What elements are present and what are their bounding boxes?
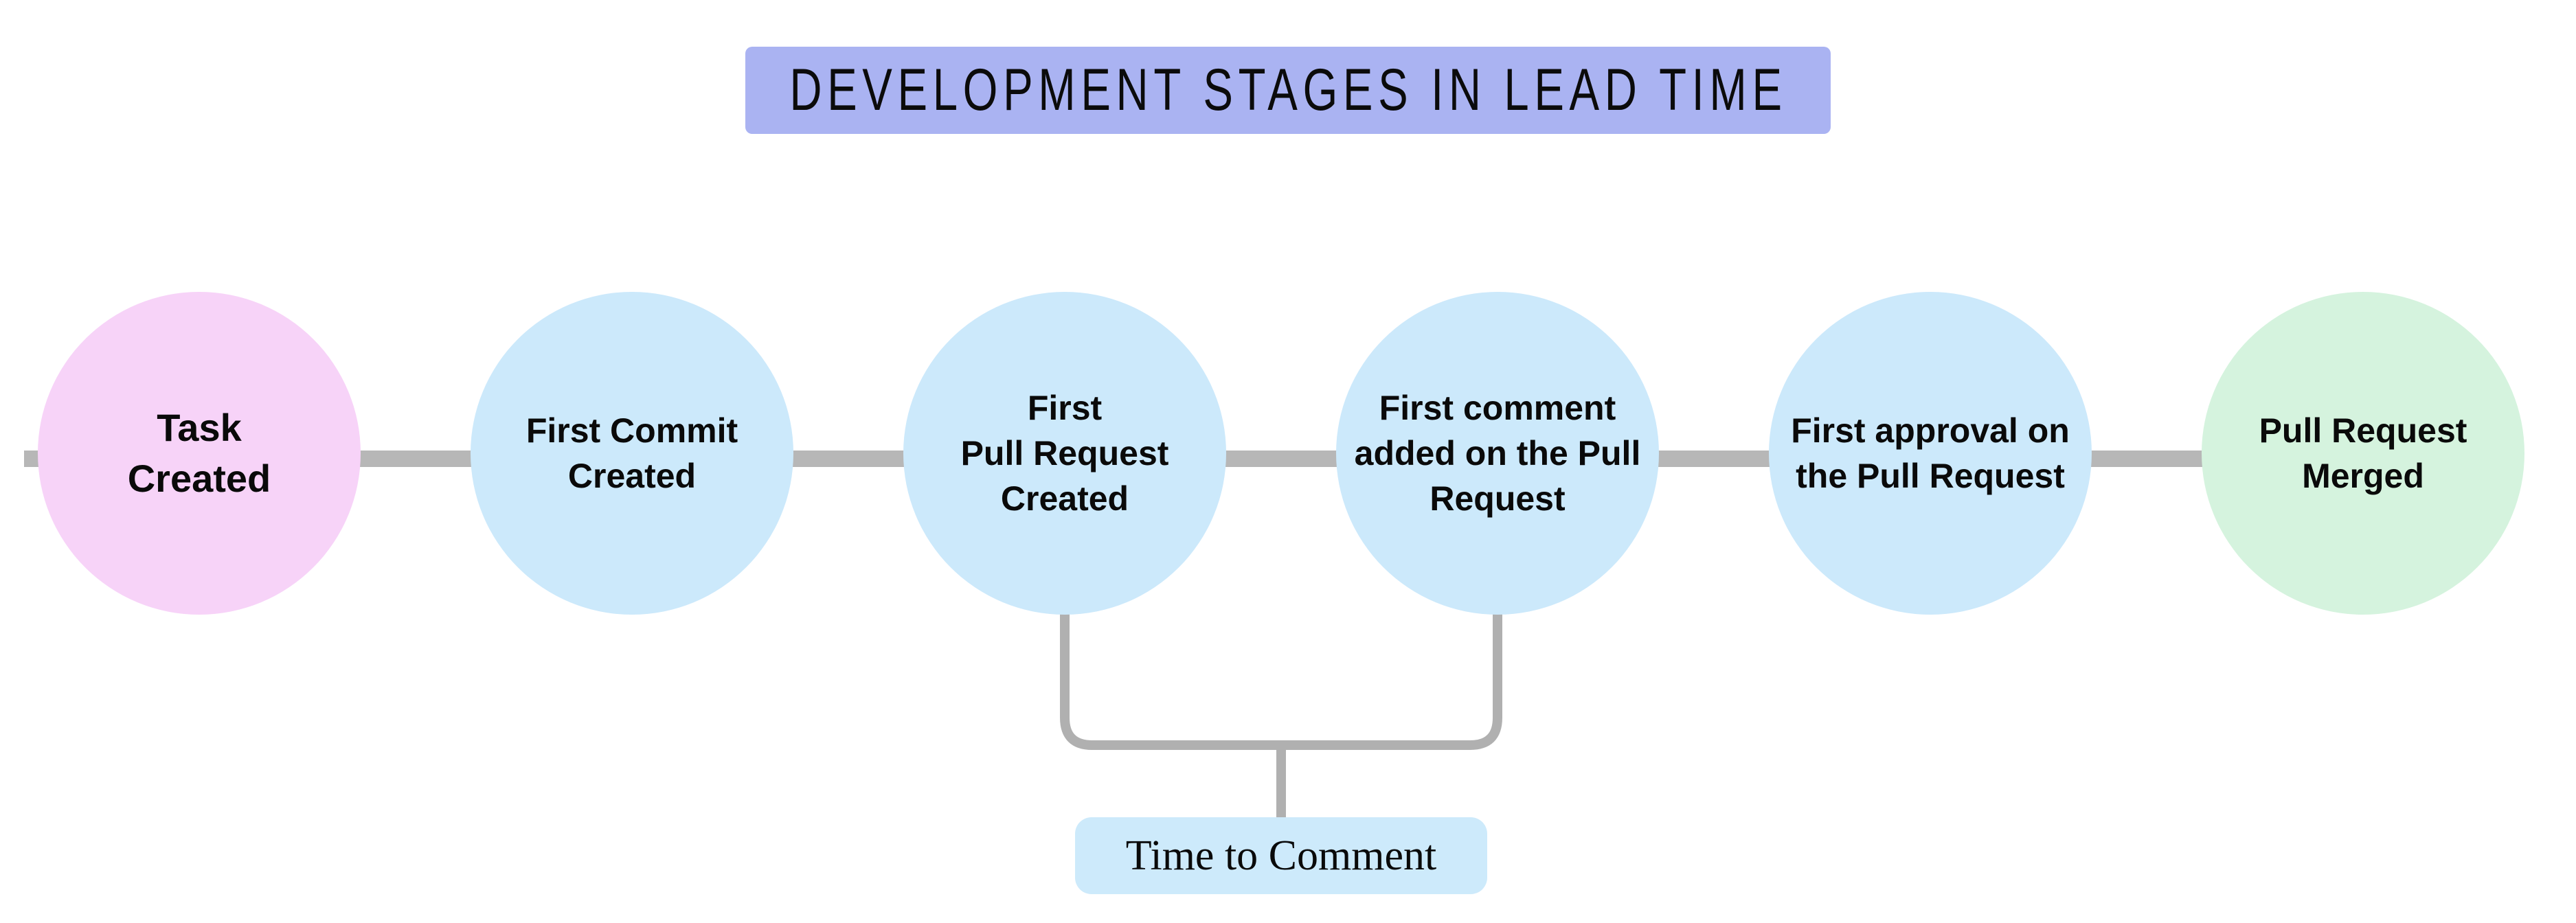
- stage-circle-first-pull-request-created: First Pull Request Created: [903, 292, 1226, 615]
- stage-label-task-created: Task Created: [127, 406, 271, 500]
- stage-label-first-approval: First approval on the Pull Request: [1791, 411, 2070, 495]
- diagram-title: DEVELOPMENT STAGES IN LEAD TIME: [789, 57, 1787, 123]
- stage-label-first-commit-created: First Commit Created: [526, 411, 738, 495]
- stage-circle-task-created: Task Created: [38, 292, 361, 615]
- stage-circle-first-commit-created: First Commit Created: [471, 292, 793, 615]
- title-banner: DEVELOPMENT STAGES IN LEAD TIME: [745, 47, 1831, 134]
- bracket-path: [1060, 604, 1502, 750]
- stage-circle-first-comment-added: First comment added on the Pull Request: [1336, 292, 1659, 615]
- time-to-comment-text: Time to Comment: [1125, 832, 1437, 879]
- stage-label-pull-request-merged: Pull Request Merged: [2259, 411, 2467, 495]
- time-to-comment-label: Time to Comment: [1075, 817, 1487, 894]
- stage-label-first-comment-added: First comment added on the Pull Request: [1354, 389, 1641, 518]
- stage-label-first-pull-request-created: First Pull Request Created: [960, 389, 1169, 518]
- stage-circle-pull-request-merged: Pull Request Merged: [2202, 292, 2524, 615]
- stage-circle-first-approval: First approval on the Pull Request: [1769, 292, 2092, 615]
